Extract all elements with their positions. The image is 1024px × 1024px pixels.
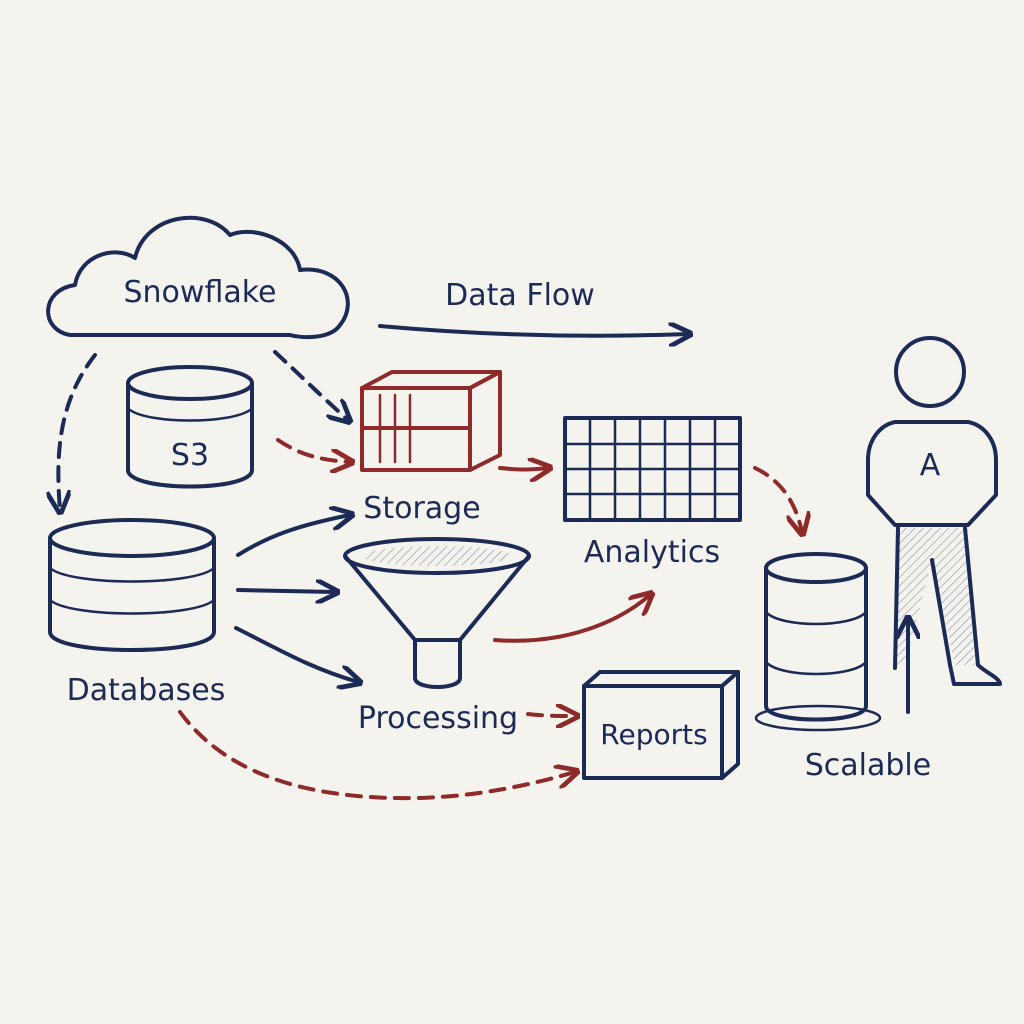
storage-label: Storage [363, 491, 480, 526]
arrow-processing-to-analytics [493, 595, 650, 643]
arrow-databases-to-reports [178, 710, 575, 801]
arrow-analytics-to-scalable [753, 466, 802, 532]
arrow-s3-to-storage [276, 438, 350, 462]
analytics-label: Analytics [584, 535, 720, 570]
storage-icon: Storage [360, 370, 502, 526]
scalable-database-icon: Scalable [754, 552, 931, 783]
databases-icon: Databases [48, 518, 226, 708]
arrow-processing-to-reports [526, 714, 575, 716]
reports-icon: Reports [582, 670, 740, 780]
person-letter: A [920, 448, 941, 483]
scalable-label: Scalable [805, 748, 931, 783]
person-icon: A [866, 336, 1002, 686]
arrow-snowflake-to-storage [273, 350, 348, 420]
data-flow-label: Data Flow [445, 278, 595, 313]
s3-bucket-icon: S3 [126, 365, 254, 489]
arrow-storage-to-analytics [498, 468, 548, 470]
data-flow-arrow [378, 326, 688, 336]
arrow-snowflake-to-databases [58, 353, 97, 510]
s3-label: S3 [171, 438, 209, 473]
databases-label: Databases [67, 673, 226, 708]
snowflake-cloud: Snowflake [46, 215, 350, 340]
arrow-databases-to-storage [236, 515, 350, 557]
processing-label: Processing [358, 701, 518, 736]
data-flow-annotation: Data Flow [378, 278, 688, 336]
snowflake-label: Snowflake [124, 275, 277, 310]
arrow-databases-to-processing [236, 590, 335, 592]
processing-funnel-icon: Processing [343, 537, 531, 736]
reports-label: Reports [600, 718, 707, 751]
analytics-icon: Analytics [563, 416, 742, 570]
arrow-databases-to-processing-lower [234, 626, 358, 682]
